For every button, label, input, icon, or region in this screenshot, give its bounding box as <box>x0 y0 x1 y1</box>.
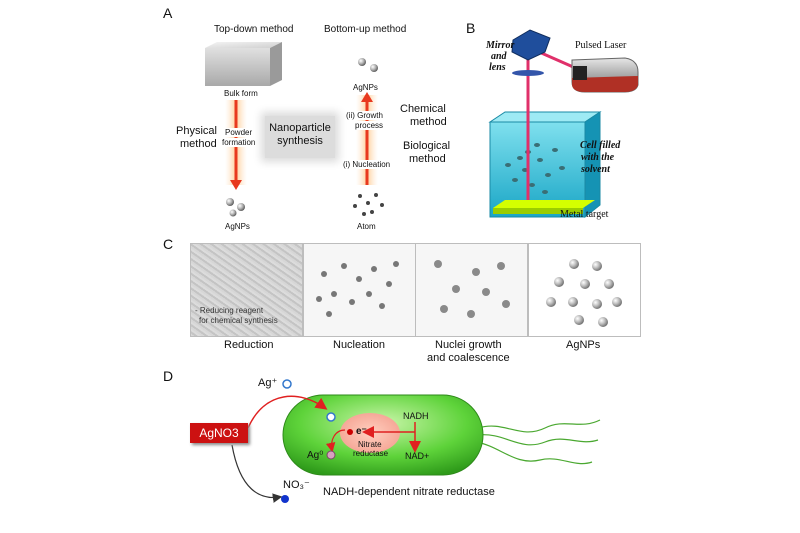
agplus-ion-in-cell-icon <box>326 412 336 422</box>
ag0-label: Ag⁰ <box>307 450 324 461</box>
atom-label: Atom <box>357 222 376 231</box>
agnps-right-label: AgNPs <box>353 83 378 92</box>
nucleation-label: (i) Nucleation <box>343 160 391 169</box>
growth-label-2: process <box>355 121 384 130</box>
synthesis-label-1: Nanoparticle <box>269 122 331 134</box>
synthesis-label-2: synthesis <box>277 135 323 147</box>
metal-target-label: Metal target <box>560 209 609 220</box>
panel-label-b: B <box>466 20 476 36</box>
panel-label-a: A <box>163 5 173 21</box>
nuclei-growth-image <box>415 243 528 337</box>
reducing-reagent-note-1: - Reducing reagent <box>195 306 264 315</box>
agnps-cluster-right-icon <box>358 58 378 72</box>
up-arrow-head-icon <box>361 92 373 102</box>
powder-formation-label-1: Powder <box>225 128 253 137</box>
mirror-label-2: and <box>491 51 507 62</box>
chemical-method-label-2: method <box>410 116 447 128</box>
pulsed-laser-label: Pulsed Laser <box>575 40 627 51</box>
nucleation-image <box>303 243 416 337</box>
electron-dot-icon <box>347 429 353 435</box>
caption-reduction: Reduction <box>224 339 274 351</box>
caption-nucleation: Nucleation <box>333 339 385 351</box>
electron-label: e⁻ <box>356 426 367 437</box>
mirror-icon <box>511 29 551 76</box>
no3-label: NO₃⁻ <box>283 479 310 491</box>
solvent-cell-icon <box>488 111 602 219</box>
physical-method-label-2: method <box>180 138 217 150</box>
nanoparticle-synthesis-box: Nanoparticle synthesis <box>265 116 335 158</box>
mirror-label-3: lens <box>489 62 506 73</box>
bottom-up-title: Bottom-up method <box>324 24 407 35</box>
cell-label-2: with the <box>581 152 615 163</box>
mirror-label-1: Mirror <box>486 40 515 51</box>
panel-label-d: D <box>163 368 174 384</box>
ag0-particle-icon <box>326 450 336 460</box>
powder-formation-label-2: formation <box>222 138 256 147</box>
agno3-box: AgNO3 <box>190 423 248 443</box>
no3-arrow <box>231 444 283 503</box>
top-down-title: Top-down method <box>214 24 294 35</box>
cell-label-1: Cell filled <box>580 140 621 151</box>
growth-label-1: (ii) Growth <box>346 111 383 120</box>
chemical-method-label-1: Chemical <box>400 103 446 115</box>
no3-ion-icon <box>281 495 289 503</box>
nucleation-particles-icon <box>316 261 399 317</box>
nitrate-reductase-label-1: Nitrate <box>358 440 382 449</box>
nadh-nitrate-reductase-caption: NADH-dependent nitrate reductase <box>323 486 495 498</box>
agnps-particles-icon <box>546 259 622 327</box>
caption-nuclei-growth-2: and coalescence <box>427 352 510 364</box>
agnps-left-label: AgNPs <box>225 222 250 231</box>
agnps-image <box>528 243 641 337</box>
agplus-ion-icon <box>282 379 292 389</box>
biological-method-label-2: method <box>409 153 446 165</box>
nad-plus-label: NAD+ <box>405 451 430 461</box>
electron-to-ag0-arrow <box>325 429 346 453</box>
agplus-label: Ag⁺ <box>258 377 278 389</box>
growth-particles-icon <box>434 260 510 318</box>
bulk-form-label: Bulk form <box>224 89 258 98</box>
cell-label-3: solvent <box>581 164 610 175</box>
bulk-cube-icon <box>205 42 282 86</box>
biological-method-label-1: Biological <box>403 140 451 152</box>
caption-agnps: AgNPs <box>566 339 601 351</box>
nadh-label: NADH <box>403 411 429 421</box>
reducing-reagent-note-2: for chemical synthesis <box>199 316 278 325</box>
physical-method-label-1: Physical <box>176 125 217 137</box>
atoms-cluster-icon <box>353 193 384 216</box>
panel-label-c: C <box>163 236 174 252</box>
caption-nuclei-growth-1: Nuclei growth <box>435 339 502 351</box>
agnps-cluster-left-icon <box>226 198 245 217</box>
reduction-image: - Reducing reagent for chemical synthesi… <box>190 243 303 337</box>
down-arrow-head-icon <box>230 180 242 190</box>
particles-icon <box>505 143 565 194</box>
flagella-icon <box>475 419 601 465</box>
pulsed-laser-icon <box>571 57 639 93</box>
agplus-arrow <box>247 395 328 429</box>
nitrate-reductase-label-2: reductase <box>353 449 389 458</box>
